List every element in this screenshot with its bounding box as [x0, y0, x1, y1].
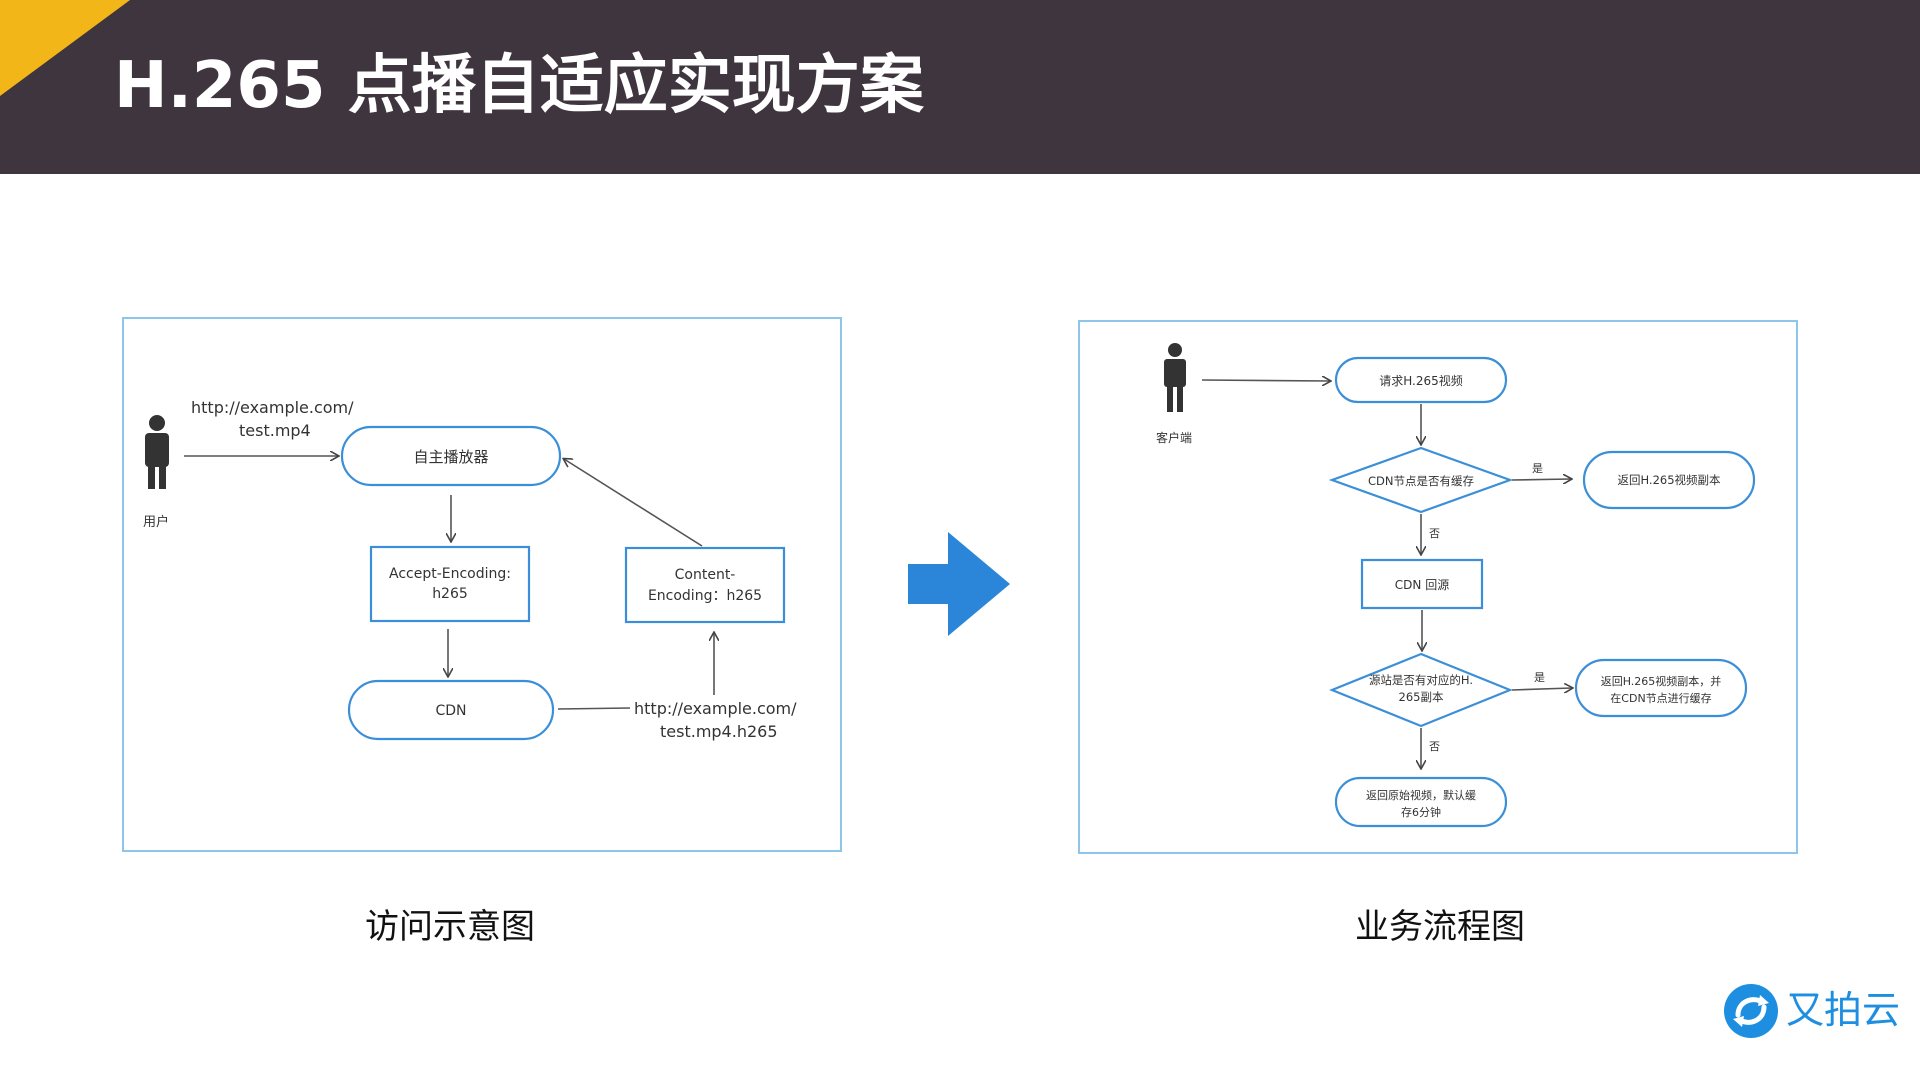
no1-label: 否: [1429, 527, 1440, 540]
person-icon: [1164, 343, 1186, 412]
flow-diagram-caption: 业务流程图: [1355, 907, 1525, 947]
cdn-origin-label: CDN 回源: [1395, 578, 1449, 592]
content-encoding-line2: Encoding：h265: [648, 588, 762, 604]
accept-encoding-line1: Accept-Encoding:: [389, 566, 511, 582]
return-original-node: [1334, 776, 1508, 828]
corner-accent: [0, 0, 130, 96]
yes2-label: 是: [1534, 671, 1545, 684]
return-copy-label: 返回H.265视频副本: [1617, 473, 1721, 487]
flow-diagram-panel: 客户端 请求H.265视频 CDN节点是否有缓存 是 返回H.265视频副本 否…: [1078, 320, 1798, 854]
user-label: 用户: [143, 514, 169, 530]
return-cache-node: [1574, 658, 1748, 718]
decision2-line2: 265副本: [1399, 690, 1444, 704]
flow-diagram: 客户端 请求H.265视频 CDN节点是否有缓存 是 返回H.265视频副本 否…: [1156, 343, 1756, 828]
cdn-to-url-line: [557, 707, 631, 710]
request-url-line1: http://example.com/: [191, 398, 354, 417]
cdn-url-line2: test.mp4.h265: [660, 722, 778, 741]
request-node-label: 请求H.265视频: [1379, 373, 1463, 388]
content-encoding-line1: Content-: [675, 567, 736, 583]
page-title: H.265 点播自适应实现方案: [114, 49, 924, 123]
right-arrow-icon: [908, 532, 1010, 636]
access-diagram-caption: 访问示意图: [365, 907, 535, 947]
content-to-player-arrow: [564, 459, 703, 547]
request-node: [1334, 356, 1508, 404]
client-to-request-arrow: [1201, 380, 1330, 381]
cdn-label: CDN: [435, 703, 466, 719]
decision2-node: [1329, 652, 1513, 728]
accept-encoding-line2: h265: [432, 586, 468, 602]
upyun-logo-icon: [1724, 984, 1778, 1038]
logo-text: 又拍云: [1786, 988, 1901, 1032]
client-label: 客户端: [1156, 430, 1192, 445]
return-original-line2: 存6分钟: [1401, 805, 1441, 819]
header-bar: H.265 点播自适应实现方案: [0, 0, 1920, 174]
return-cache-line2: 在CDN节点进行缓存: [1610, 691, 1711, 705]
content-encoding-node: [624, 546, 786, 624]
access-diagram-panel: 用户 http://example.com/ test.mp4 自主播放器 Ac…: [122, 317, 842, 852]
decision2-line1: 源站是否有对应的H.: [1369, 673, 1473, 687]
upyun-logo: 又拍云: [1720, 978, 1902, 1042]
return-copy-node: [1582, 450, 1756, 510]
accept-encoding-node: [369, 545, 531, 623]
player-label: 自主播放器: [413, 448, 488, 466]
no2-label: 否: [1429, 740, 1440, 753]
person-icon: [145, 415, 169, 489]
return-cache-line1: 返回H.265视频副本，并: [1601, 674, 1722, 688]
access-diagram: 用户 http://example.com/ test.mp4 自主播放器 Ac…: [143, 398, 797, 741]
player-node: [340, 425, 562, 487]
decision1-node: [1328, 446, 1514, 514]
return-original-line1: 返回原始视频，默认缓: [1366, 788, 1476, 802]
request-url-line2: test.mp4: [239, 421, 311, 440]
cdn-url-line1: http://example.com/: [634, 699, 797, 718]
decision2-yes-arrow: [1511, 688, 1572, 690]
cdn-node: [347, 679, 555, 741]
yes1-label: 是: [1532, 462, 1543, 475]
decision1-label: CDN节点是否有缓存: [1368, 474, 1474, 488]
decision1-yes-arrow: [1511, 479, 1571, 480]
cdn-origin-node: [1360, 558, 1484, 610]
